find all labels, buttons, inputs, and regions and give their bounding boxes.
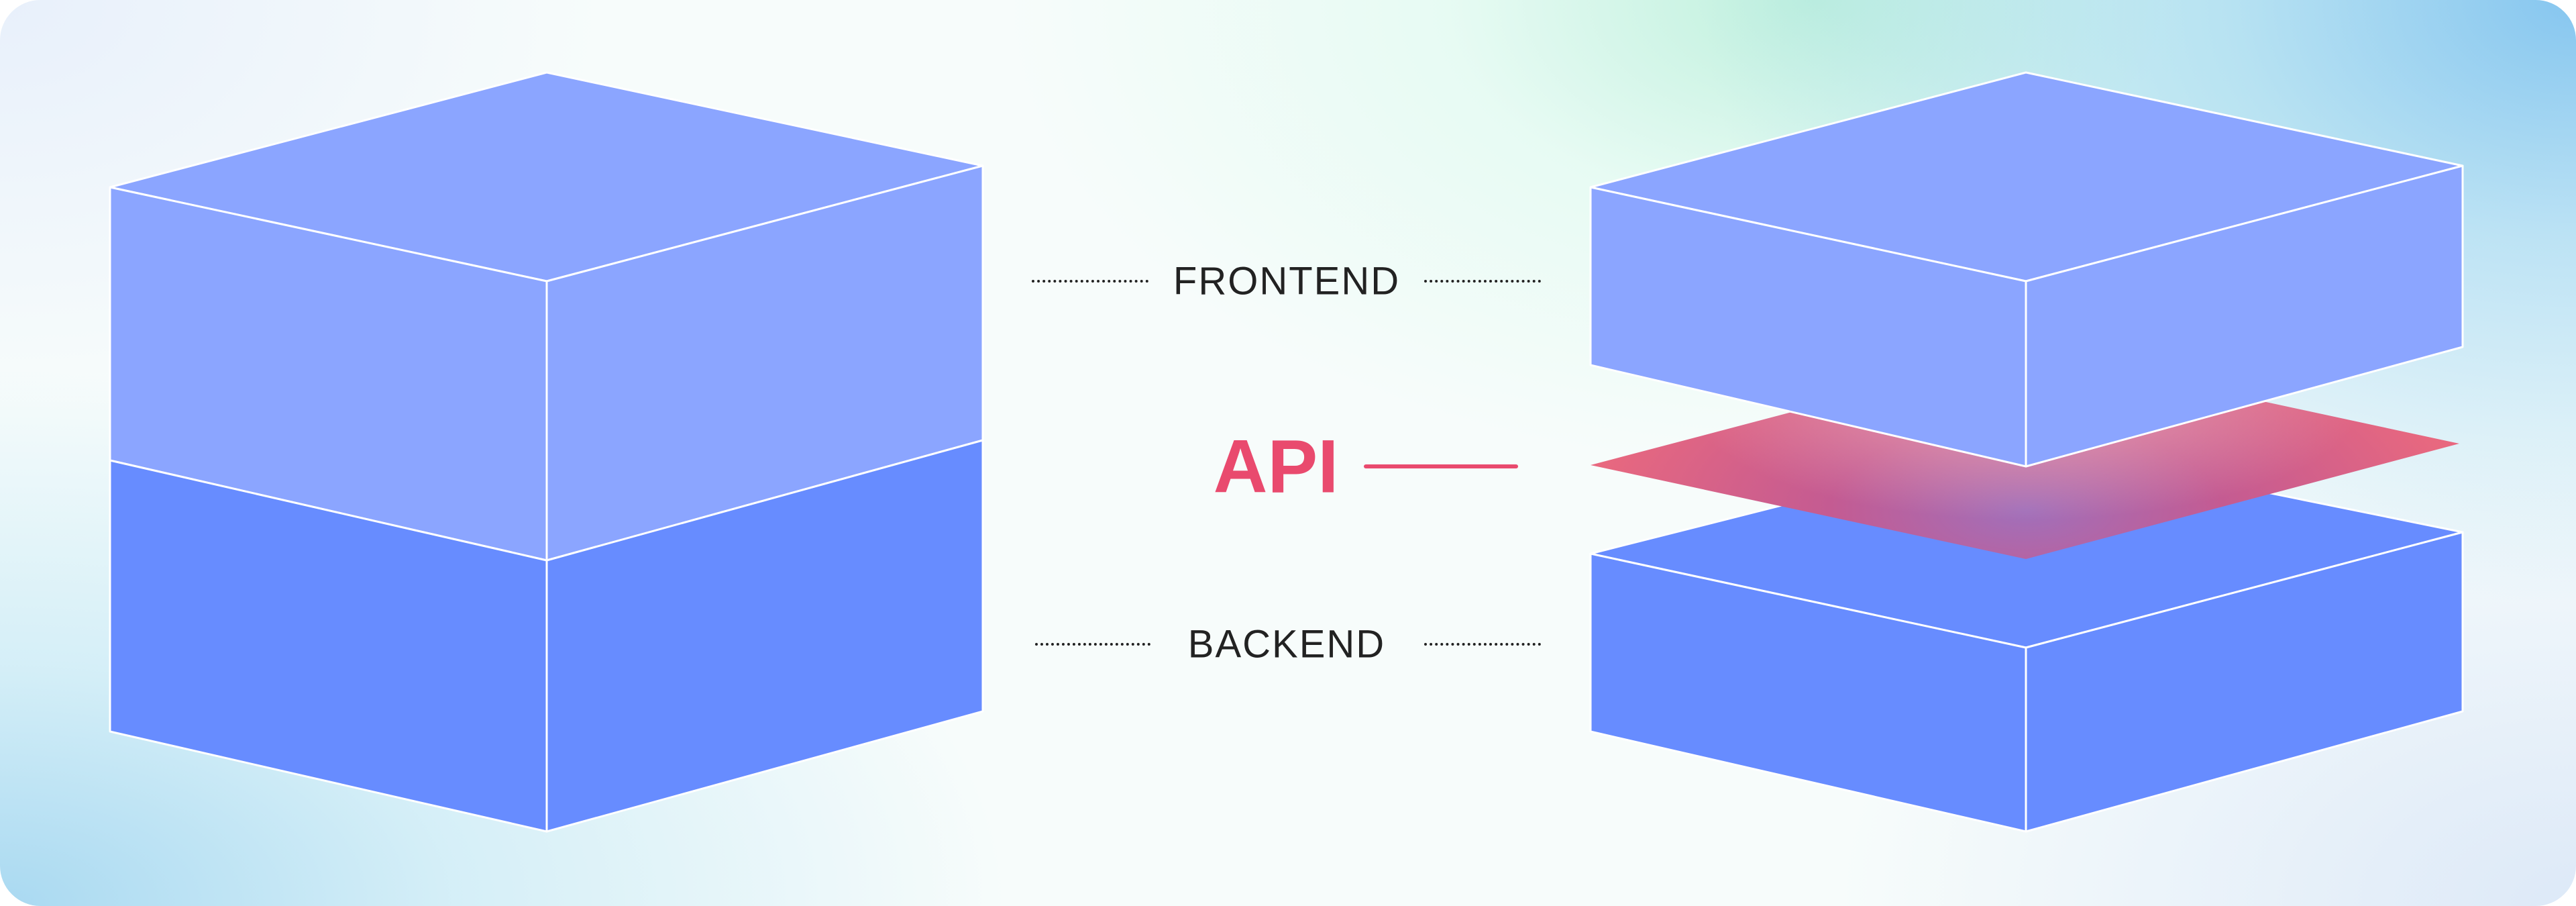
frontend-slab-right (2025, 164, 2464, 468)
api-connector (1364, 464, 1518, 468)
api-label: API (1213, 424, 1339, 509)
frontend-slab (1589, 71, 2464, 468)
backend-slab-right (2025, 531, 2464, 833)
monolith-cube (109, 71, 984, 833)
frontend-connector-left (1032, 280, 1148, 283)
monolith-backend-right (545, 439, 984, 833)
backend-connector-right (1424, 643, 1541, 646)
frontend-label: FRONTEND (1173, 259, 1401, 303)
frontend-connector-right (1424, 280, 1541, 283)
backend-label: BACKEND (1187, 622, 1386, 666)
backend-connector-left (1035, 643, 1150, 646)
